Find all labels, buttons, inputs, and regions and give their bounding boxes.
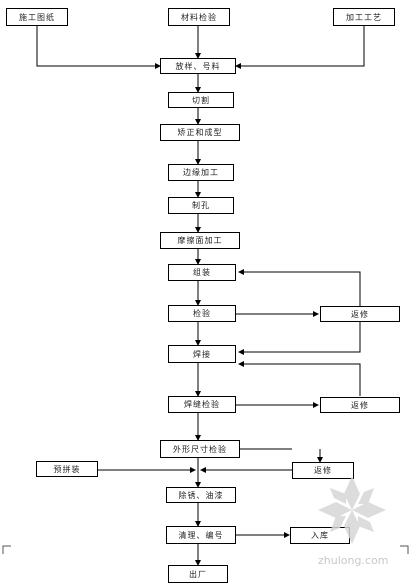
node-preassembly: 预拼装 <box>36 461 98 477</box>
node-repair-1: 返修 <box>320 306 400 322</box>
arrow-repair1-to-welding <box>238 322 361 355</box>
node-shipping: 出厂 <box>168 565 228 583</box>
arrow-design-to-layout <box>36 26 161 69</box>
watermark-logo-icon <box>318 476 386 544</box>
node-repair-2: 返修 <box>320 397 400 413</box>
node-friction-surface: 摩擦面加工 <box>160 232 240 249</box>
arrow-process-to-layout <box>235 26 365 69</box>
corner-mark-left <box>2 545 11 554</box>
node-weld-inspection: 焊缝检验 <box>168 396 236 413</box>
node-straightening: 矫正和成型 <box>160 124 240 141</box>
node-rust-paint: 除锈、油漆 <box>166 487 236 503</box>
node-inspection-1: 检验 <box>168 305 236 322</box>
node-dimension-check: 外形尺寸检验 <box>160 440 240 458</box>
node-design-drawing: 施工图纸 <box>6 8 68 26</box>
corner-mark-right <box>400 545 409 554</box>
node-hole-making: 制孔 <box>168 197 234 214</box>
node-process: 加工工艺 <box>333 8 395 26</box>
node-marking-storage: 清理、编号 <box>166 526 236 544</box>
node-edge-processing: 边缘加工 <box>168 164 234 181</box>
arrow-repair2-to-welding <box>238 361 361 396</box>
node-welding: 焊接 <box>168 345 236 363</box>
watermark-text: zhulong.com <box>318 554 389 567</box>
node-material-inspection: 材料检验 <box>168 8 230 26</box>
node-assembly: 组装 <box>168 264 236 281</box>
arrow-repair1-to-assembly <box>238 269 361 306</box>
node-repair-3: 返修 <box>292 462 354 479</box>
node-layout-marking: 放样、号料 <box>160 58 236 74</box>
node-cutting: 切割 <box>168 92 234 108</box>
